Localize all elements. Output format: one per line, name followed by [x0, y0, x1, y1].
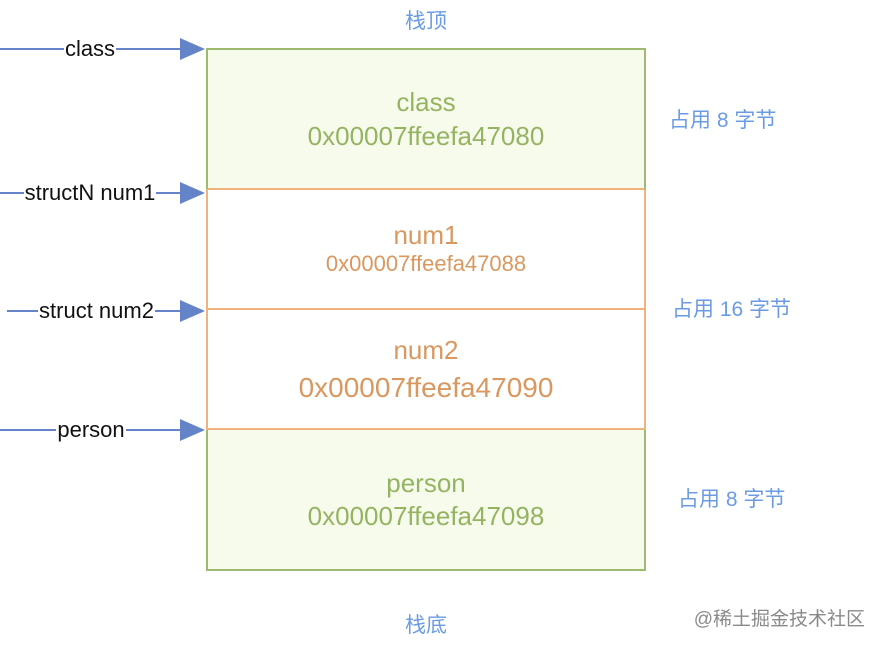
stack-slot-num1: num1 0x00007ffeefa47088: [206, 190, 646, 310]
arrowhead-icon: [180, 300, 205, 322]
slot-name: person: [386, 467, 466, 498]
size-annotation-person: 占用 8 字节: [678, 488, 786, 511]
size-annotation-structs: 占用 16 字节: [672, 298, 792, 321]
slot-address: 0x00007ffeefa47088: [325, 251, 527, 276]
slot-address: 0x00007ffeefa47098: [307, 500, 545, 531]
stack-bottom-label: 栈底: [405, 614, 447, 637]
pointer-label-box: person: [1, 416, 181, 444]
pointer-label-person: person: [56, 417, 126, 442]
size-annotation-class: 占用 8 字节: [669, 109, 777, 132]
stack-slot-class: class 0x00007ffeefa47080: [206, 48, 646, 190]
pointer-label-box: struct num2: [6, 297, 187, 325]
slot-name: num2: [393, 335, 459, 365]
pointer-label-num2: struct num2: [38, 298, 155, 323]
stack-slot-num2: num2 0x00007ffeefa47090: [206, 310, 646, 430]
slot-name: class: [396, 87, 456, 117]
arrowhead-icon: [180, 182, 205, 204]
slot-address: 0x00007ffeefa47090: [298, 372, 554, 403]
slot-address: 0x00007ffeefa47080: [307, 121, 545, 151]
stack-slot-person: person 0x00007ffeefa47098: [206, 430, 646, 571]
arrowhead-icon: [180, 38, 205, 60]
pointer-label-box: class: [0, 35, 180, 63]
watermark: @稀土掘金技术社区: [693, 609, 865, 630]
pointer-label-class: class: [63, 36, 117, 61]
stack-top-label: 栈顶: [405, 10, 447, 33]
slot-name: num1: [393, 220, 459, 250]
pointer-label-num1: structN num1: [23, 180, 157, 205]
pointer-label-box: structN num1: [0, 179, 180, 207]
arrowhead-icon: [180, 419, 205, 441]
